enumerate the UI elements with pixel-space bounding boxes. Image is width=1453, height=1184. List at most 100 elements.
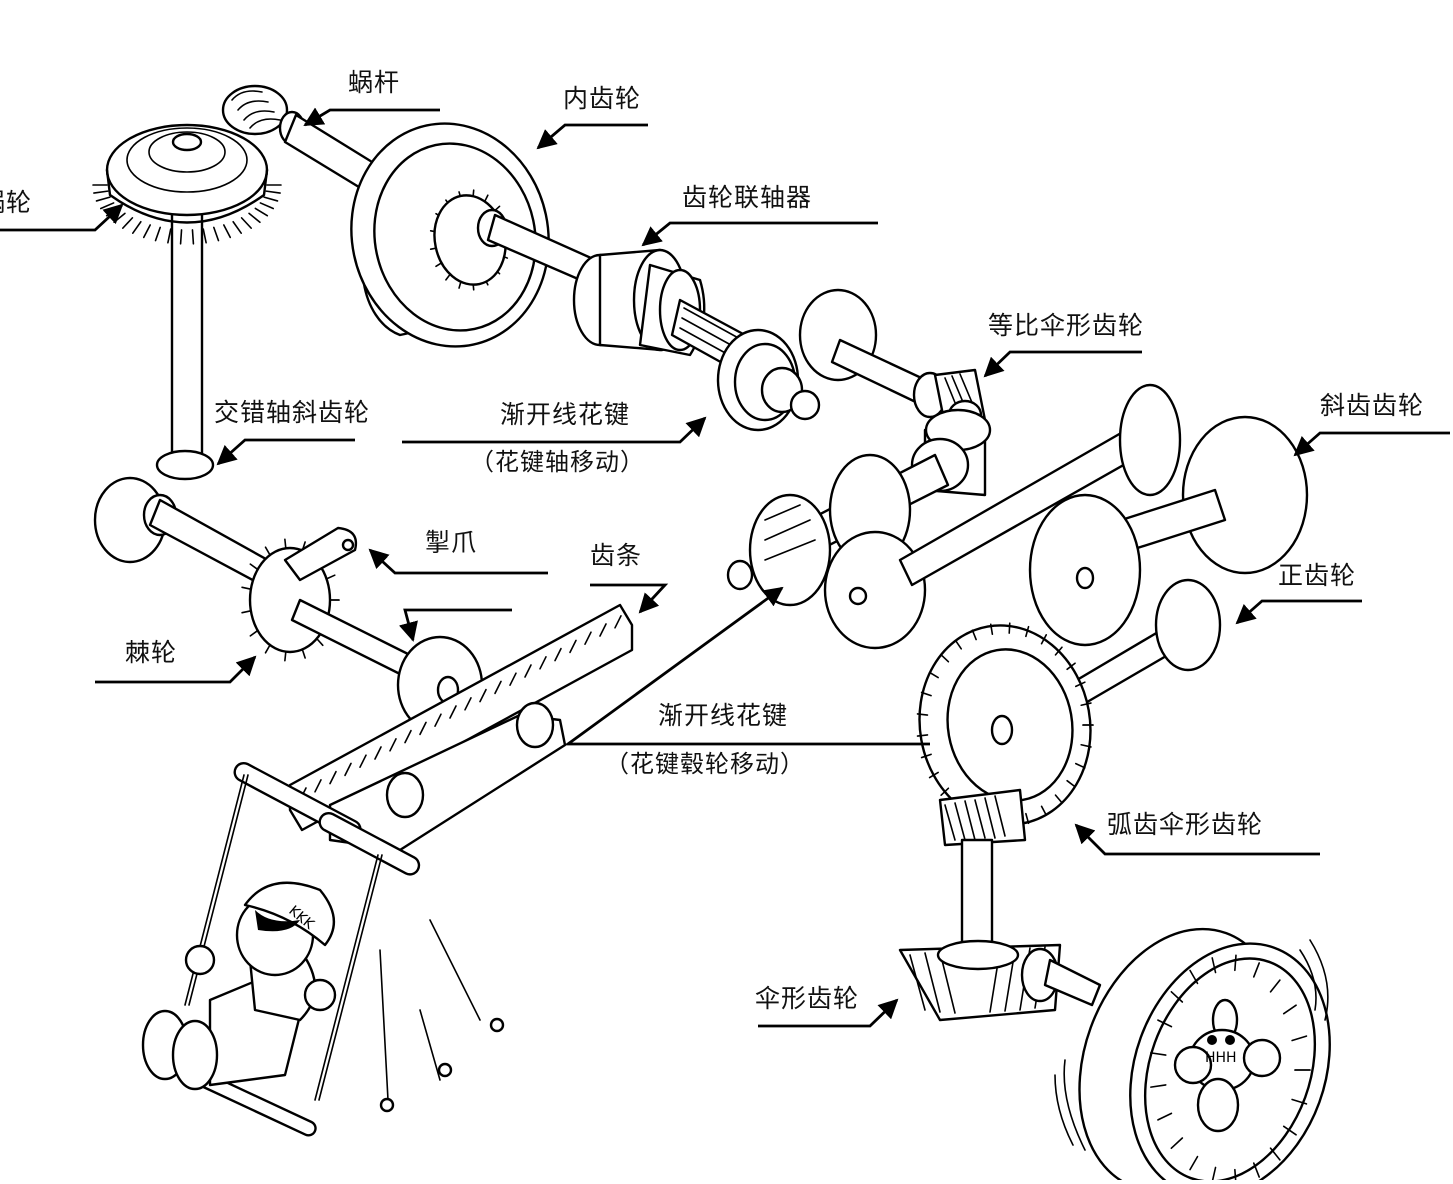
spiral-bevel-tooth (928, 771, 939, 779)
wheel-slat (1157, 1112, 1173, 1121)
rack-tooth (524, 664, 532, 678)
spiral-bevel-tooth (1040, 805, 1048, 816)
involute-spline-shaft (670, 288, 878, 432)
wheel-slat (1170, 990, 1184, 1003)
worm-wheel-tooth (191, 229, 195, 245)
rack-tooth (419, 721, 427, 736)
spiral-bevel-tooth (971, 629, 977, 641)
helical-gear-cluster (726, 383, 1309, 714)
rack-tooth (464, 696, 472, 711)
rack-tooth (569, 639, 577, 654)
rack-tooth (314, 778, 322, 793)
spiral-bevel-tooth (989, 623, 994, 636)
spiral-bevel-tooth (916, 713, 929, 716)
ratchet-tooth (241, 586, 252, 590)
label-ratchet: 棘轮 (125, 638, 178, 667)
wheel-slat (1211, 957, 1217, 974)
wheel-slat (1150, 1084, 1167, 1088)
worm-wheel-tooth (154, 226, 162, 242)
leader-worm-wheel (0, 203, 124, 232)
internal-gear (350, 122, 550, 348)
worm-wheel-tooth (254, 207, 269, 217)
label-involute-spline-shaft: 渐开线花键 (500, 400, 631, 429)
spiral-bevel-tooth (940, 787, 950, 796)
worm-wheel-tooth (223, 224, 232, 239)
worm-wheel-tooth (202, 228, 207, 244)
wheel-slat (1150, 1052, 1167, 1056)
worm-wheel-tooth (113, 212, 126, 224)
bevel-gear (898, 939, 1102, 1022)
spiral-bevel-tooth (916, 734, 929, 737)
ratchet-tooth (315, 637, 324, 647)
spiral-bevel-tooth (1040, 634, 1048, 645)
ratchet-tooth (264, 644, 271, 654)
spiral-bevel-tooth (1066, 779, 1076, 788)
label-worm: 蜗杆 (348, 68, 401, 97)
leader-internal-gear (536, 123, 648, 150)
label-pawl: 掣爪 (425, 528, 478, 557)
spiral-bevel-tooth (920, 753, 932, 759)
worm-wheel-tooth (240, 217, 252, 229)
wheel-slat (1282, 1004, 1297, 1015)
rack-tooth (614, 614, 622, 629)
worm-wheel-tooth (122, 217, 134, 229)
spiral-bevel-tooth (1054, 646, 1063, 656)
ratchet-tooth (284, 538, 287, 550)
spiral-bevel-tooth (928, 671, 939, 679)
label-miter-bevel-gear: 等比伞形齿轮 (988, 311, 1145, 340)
wheel-slat (1291, 1035, 1308, 1042)
worm-wheel-tooth (212, 226, 220, 242)
label-bevel-gear: 伞形齿轮 (755, 984, 860, 1013)
wheel-slat (1252, 1162, 1261, 1178)
worm-wheel-tooth (131, 220, 142, 235)
wheel-slat (1170, 1137, 1184, 1150)
spiral-bevel-tooth (1080, 702, 1092, 707)
label-helical-gear: 斜齿齿轮 (1320, 391, 1425, 420)
rack-tooth (329, 770, 337, 785)
spiral-bevel-tooth (1066, 662, 1076, 671)
leader-involute-spline-hub (563, 586, 930, 746)
label-rack: 齿条 (590, 541, 643, 570)
label-involute-spline-shaft-note: （花键轴移动） (470, 448, 645, 476)
pawl (283, 526, 358, 582)
rack-tooth (509, 672, 517, 687)
label-spiral-bevel-gear: 弧齿伞形齿轮 (1107, 810, 1264, 839)
worm-wheel-tooth (232, 220, 243, 235)
wheel-slat (1269, 979, 1281, 993)
wheel-slat (1252, 962, 1261, 978)
label-internal-gear: 内齿轮 (563, 84, 642, 113)
wheel-slat (1282, 1125, 1297, 1136)
leader-helical-gear (1293, 431, 1450, 457)
spiral-bevel-tooth (1008, 622, 1011, 634)
wheel-slat (1234, 954, 1237, 972)
ratchet-tooth (284, 650, 287, 662)
leader-pinion (398, 608, 512, 642)
ratchet-tooth (264, 546, 271, 556)
label-worm-wheel: 蜗轮 (0, 188, 33, 217)
ratchet-tooth (249, 629, 259, 637)
rack-tooth (359, 754, 367, 769)
rack-tooth (494, 680, 502, 695)
leader-spiral-bevel-gear (1074, 823, 1320, 856)
rack-tooth (599, 623, 607, 637)
ratchet-tooth (249, 563, 259, 571)
spiral-bevel-tooth (1054, 794, 1063, 804)
worm-wheel-tooth (259, 202, 275, 210)
rack-tooth (449, 705, 457, 719)
leader-bevel-gear (758, 998, 899, 1028)
leader-rack (590, 583, 669, 614)
wheel-slat (1189, 1155, 1199, 1171)
hamster: HHH (1054, 939, 1329, 1151)
worm-wheel-tooth (179, 229, 183, 245)
rack-carriage (233, 701, 567, 876)
spiral-bevel-gear (916, 622, 1094, 847)
leader-miter-bevel-gear (983, 350, 1142, 378)
rack-tooth (539, 655, 547, 670)
wheel-slat (1291, 1098, 1308, 1105)
leader-crossed-helical-gear (216, 438, 355, 466)
spiral-bevel-tooth (1074, 762, 1086, 769)
worm-wheel-tooth (95, 196, 111, 202)
leader-lines (0, 107, 1450, 1028)
rack-tooth (404, 729, 412, 744)
worm-wheel-tooth (167, 228, 172, 244)
